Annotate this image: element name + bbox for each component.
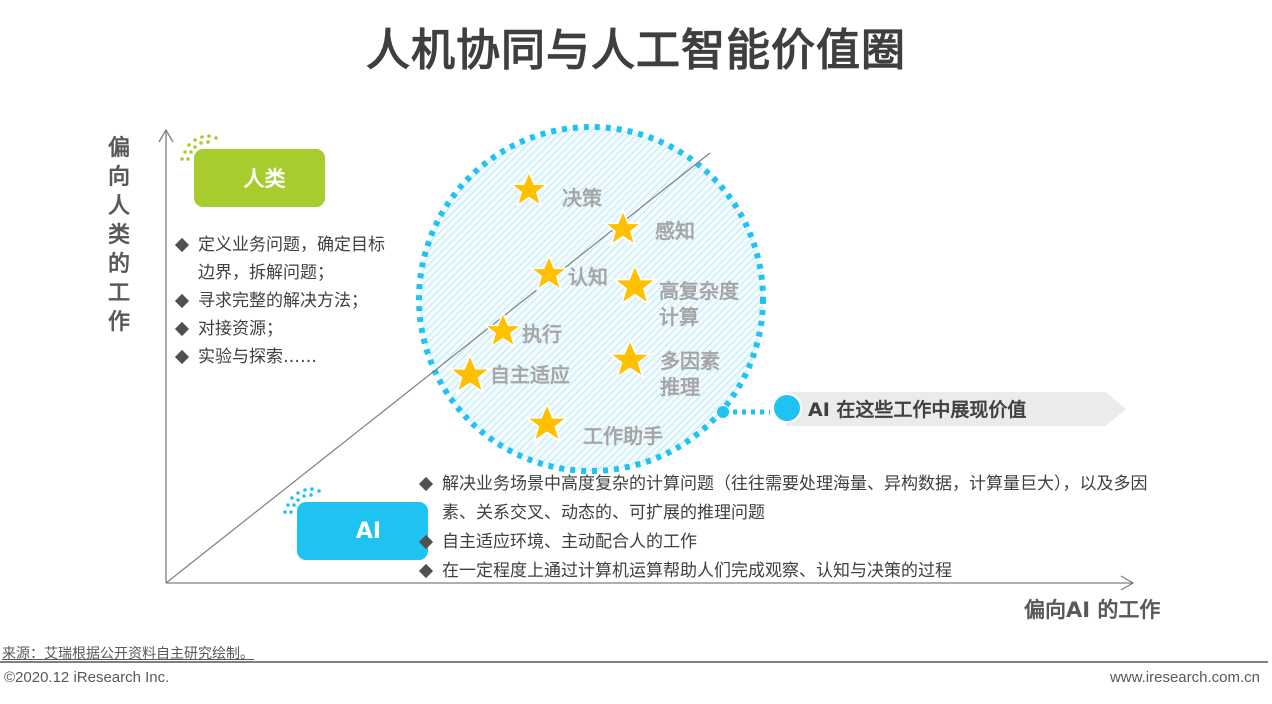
- y-axis: [158, 128, 174, 583]
- ai-bullet: 自主适应环境、主动配合人的工作: [418, 528, 1158, 557]
- star-label-complex-computing: 高复杂度 计算: [659, 279, 739, 329]
- star-label-decision: 决策: [562, 186, 602, 210]
- value-circle: [416, 124, 766, 474]
- value-callout: AI 在这些工作中展现价值: [772, 390, 1126, 428]
- ai-bullet: 解决业务场景中高度复杂的计算问题（往往需要处理海量、异构数据，计算量巨大），以及…: [418, 470, 1158, 528]
- callout-connector: [717, 406, 770, 418]
- copyright: ©2020.12 iResearch Inc.: [4, 669, 170, 686]
- star-label-cognition: 认知: [568, 265, 608, 289]
- star-label-execution: 执行: [522, 322, 562, 346]
- star-label-multifactor-reasoning: 多因素 推理: [660, 349, 720, 399]
- human-bullet: 定义业务问题，确定目标边界，拆解问题；: [174, 231, 394, 287]
- star-label-perception: 感知: [655, 219, 695, 243]
- page-title: 人机协同与人工智能价值圈: [366, 25, 906, 76]
- callout-text: AI 在这些工作中展现价值: [808, 399, 1027, 421]
- human-bullet: 寻求完整的解决方法；: [174, 287, 394, 315]
- footer-divider: [0, 661, 1268, 663]
- source-note: 来源：艾瑞根据公开资料自主研究绘制。: [2, 646, 254, 662]
- human-tag: 人类: [194, 149, 325, 207]
- callout-dot-icon: [772, 393, 802, 423]
- x-axis-label: 偏向AI 的工作: [1024, 598, 1161, 622]
- ai-tag: AI: [297, 502, 428, 560]
- star-label-self-adaptation: 自主适应: [490, 363, 570, 387]
- website-link[interactable]: www.iresearch.com.cn: [1109, 669, 1260, 686]
- y-axis-label: 偏向人类的工作: [107, 136, 130, 335]
- ai-bullet: 在一定程度上通过计算机运算帮助人们完成观察、认知与决策的过程: [418, 557, 1158, 586]
- human-bullet: 实验与探索……: [174, 343, 394, 371]
- callout-arrow-bar: [786, 392, 1126, 426]
- human-bullet: 对接资源；: [174, 315, 394, 343]
- human-bullet-list: 定义业务问题，确定目标边界，拆解问题； 寻求完整的解决方法； 对接资源； 实验与…: [174, 231, 394, 371]
- ai-bullet-list: 解决业务场景中高度复杂的计算问题（往往需要处理海量、异构数据，计算量巨大），以及…: [418, 470, 1158, 586]
- star-label-work-assistant: 工作助手: [583, 424, 663, 448]
